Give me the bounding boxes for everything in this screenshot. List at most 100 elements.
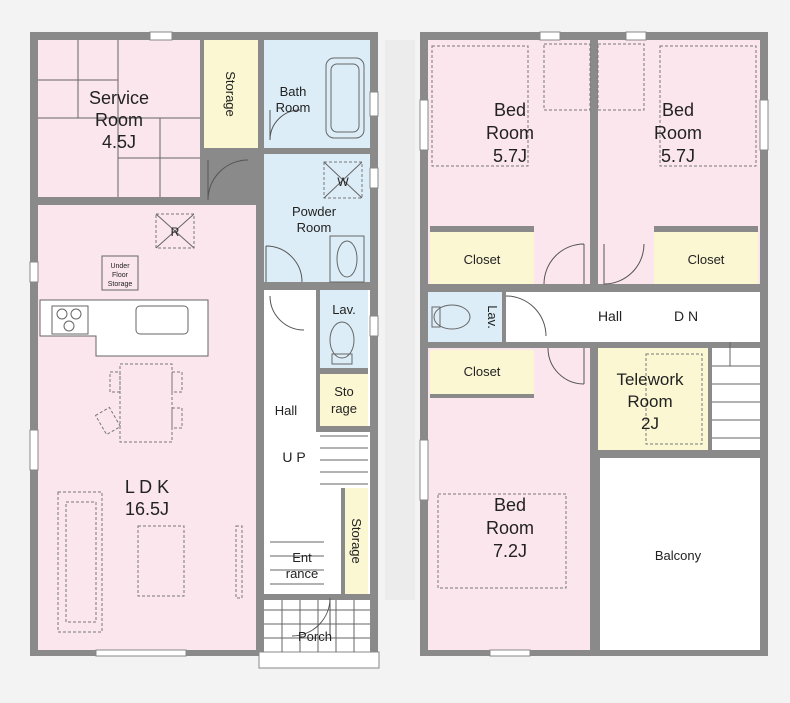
service-room-name-2: Room xyxy=(95,110,143,130)
entrance-tiles xyxy=(270,541,324,585)
door-swing xyxy=(543,243,585,285)
door-swing xyxy=(269,295,305,331)
wall xyxy=(341,488,345,598)
sofa xyxy=(57,491,103,633)
balcony-label: Balcony xyxy=(655,548,702,563)
powder-label-2: Room xyxy=(297,220,332,235)
kitchen-sink xyxy=(135,305,189,335)
washer-cross xyxy=(323,161,363,199)
wall xyxy=(590,40,598,292)
first-floor: Service Room 4.5J Storage Bath Room W Po… xyxy=(29,31,380,669)
closet-mid xyxy=(430,350,534,394)
wall xyxy=(598,450,760,458)
lav-second-label: Lav. xyxy=(485,305,500,329)
toilet-tank xyxy=(331,353,353,365)
background-strip xyxy=(385,40,415,600)
underfloor-label-2: Floor xyxy=(112,272,129,279)
window xyxy=(369,315,379,337)
wall xyxy=(502,292,506,342)
door-swing xyxy=(207,159,249,201)
wall xyxy=(320,368,368,374)
storage-small xyxy=(320,374,368,426)
closet-left xyxy=(430,232,534,284)
desk-outline xyxy=(543,43,591,111)
underfloor-label-1: Under xyxy=(110,263,130,270)
telework-label-1: Telework xyxy=(616,370,684,389)
porch-label: Porch xyxy=(298,629,332,644)
bathtub-inner xyxy=(330,63,360,133)
window xyxy=(149,31,173,41)
storage-side-label: Storage xyxy=(349,518,364,564)
burner-icon xyxy=(56,308,68,320)
wall xyxy=(264,594,370,600)
storage-side xyxy=(345,488,368,594)
window xyxy=(29,261,39,283)
wall xyxy=(264,148,370,154)
chair xyxy=(109,371,121,393)
ldk-name: L D K xyxy=(125,477,169,497)
storage-small-label-2: rage xyxy=(331,401,357,416)
wall xyxy=(430,394,534,398)
bed-outline xyxy=(431,45,529,167)
storage-top-label: Storage xyxy=(223,71,238,117)
telework-room xyxy=(598,348,708,450)
wall xyxy=(258,40,264,652)
wall xyxy=(264,282,370,290)
bed-left-size: 5.7J xyxy=(493,146,527,166)
bed-main-label-1: Bed xyxy=(494,495,526,515)
underfloor-label-3: Storage xyxy=(108,281,133,288)
bed-room-main xyxy=(428,348,590,650)
stair-second xyxy=(712,342,760,450)
bed-main-size: 7.2J xyxy=(493,541,527,561)
closet-mid-label: Closet xyxy=(464,364,501,379)
tatami-lines xyxy=(38,40,200,197)
bath-label-2: Room xyxy=(276,100,311,115)
bed-outline xyxy=(437,493,567,589)
kitchen-counter xyxy=(39,299,209,357)
bed-right-label-2: Room xyxy=(654,123,702,143)
powder-label-1: Powder xyxy=(292,204,337,219)
window xyxy=(369,91,379,117)
closet-right-label: Closet xyxy=(688,252,725,267)
balcony xyxy=(600,458,760,650)
toilet-icon xyxy=(329,321,355,359)
second-floor: Bed Room 5.7J Bed Room 5.7J Closet Close… xyxy=(419,31,769,657)
door-swing xyxy=(265,245,303,283)
bed-right-label-1: Bed xyxy=(662,100,694,120)
window xyxy=(95,649,187,657)
lav-first xyxy=(320,290,368,368)
storage-top xyxy=(204,40,258,148)
hall-second-label: Hall xyxy=(598,308,622,324)
window xyxy=(759,99,769,151)
window xyxy=(369,167,379,189)
wall xyxy=(200,40,204,200)
fridge-label: R xyxy=(171,225,180,239)
dn-label: D N xyxy=(674,308,698,324)
door-swing xyxy=(269,109,301,141)
porch-step xyxy=(258,651,380,669)
door-swing xyxy=(291,597,331,637)
ldk-size: 16.5J xyxy=(125,499,169,519)
bed-outline xyxy=(659,45,757,167)
bath-label-1: Bath xyxy=(280,84,307,99)
desk-outline xyxy=(597,43,645,111)
stairs xyxy=(712,342,760,439)
closet-right xyxy=(654,232,758,284)
powder-room xyxy=(264,154,370,282)
telework-label-2: Room xyxy=(627,392,672,411)
sofa-cushion xyxy=(65,501,97,623)
service-room-name-1: Service xyxy=(89,88,149,108)
hall-first-label: Hall xyxy=(275,403,298,418)
desk-outline xyxy=(645,353,703,445)
wall xyxy=(428,284,760,292)
chair xyxy=(94,406,122,436)
washer-box xyxy=(323,161,363,199)
wall xyxy=(316,290,320,430)
wall xyxy=(430,226,534,232)
chair xyxy=(171,371,183,393)
burner-icon xyxy=(63,320,75,332)
window xyxy=(419,99,429,151)
washer-label: W xyxy=(337,175,349,189)
underfloor-box xyxy=(101,255,139,291)
